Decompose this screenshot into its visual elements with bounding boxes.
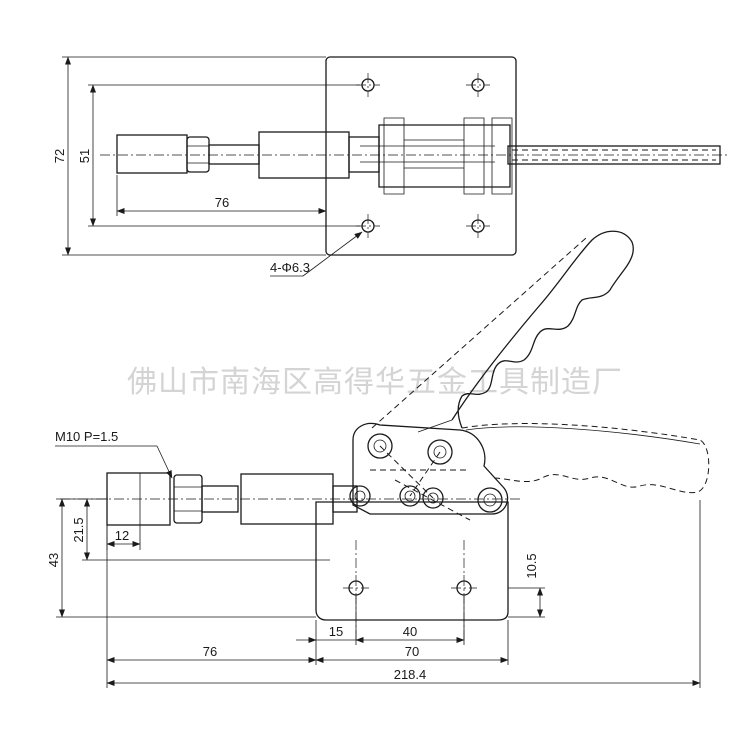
side-vertical-dimensions: 43 21.5 10.5 xyxy=(46,498,545,618)
dim-76-top: 76 xyxy=(215,195,229,210)
dim-12: 12 xyxy=(115,528,129,543)
dim-72: 72 xyxy=(52,149,67,163)
dim-51: 51 xyxy=(77,149,92,163)
dim-21-5: 21.5 xyxy=(71,517,86,542)
dim-15: 15 xyxy=(329,624,343,639)
top-view: 72 51 76 4-Φ6.3 xyxy=(52,56,730,277)
dim-76-side: 76 xyxy=(203,644,217,659)
thread-spec: M10 P=1.5 xyxy=(55,429,118,444)
side-view: M10 P=1.5 43 21.5 10.5 12 15 40 xyxy=(46,230,710,688)
dim-218-4: 218.4 xyxy=(394,667,427,682)
hole-callout: 4-Φ6.3 xyxy=(270,260,310,275)
dim-43: 43 xyxy=(46,553,61,567)
dim-70: 70 xyxy=(405,644,419,659)
top-base-plate xyxy=(325,56,517,256)
side-plunger xyxy=(60,472,520,526)
thread-callout: M10 P=1.5 xyxy=(55,429,173,479)
handle xyxy=(371,230,634,433)
top-dimensions: 72 51 76 4-Φ6.3 xyxy=(52,56,363,277)
watermark-text: 佛山市南海区高得华五金工具制造厂 xyxy=(127,365,623,400)
dim-10-5: 10.5 xyxy=(524,553,539,578)
top-mounting-holes xyxy=(356,73,490,238)
side-horizontal-dimensions: 12 15 40 76 70 218.4 xyxy=(106,500,701,688)
linkage xyxy=(349,422,710,521)
dim-40: 40 xyxy=(403,624,417,639)
top-plunger-assembly xyxy=(100,117,730,195)
side-base-plate xyxy=(315,501,509,640)
